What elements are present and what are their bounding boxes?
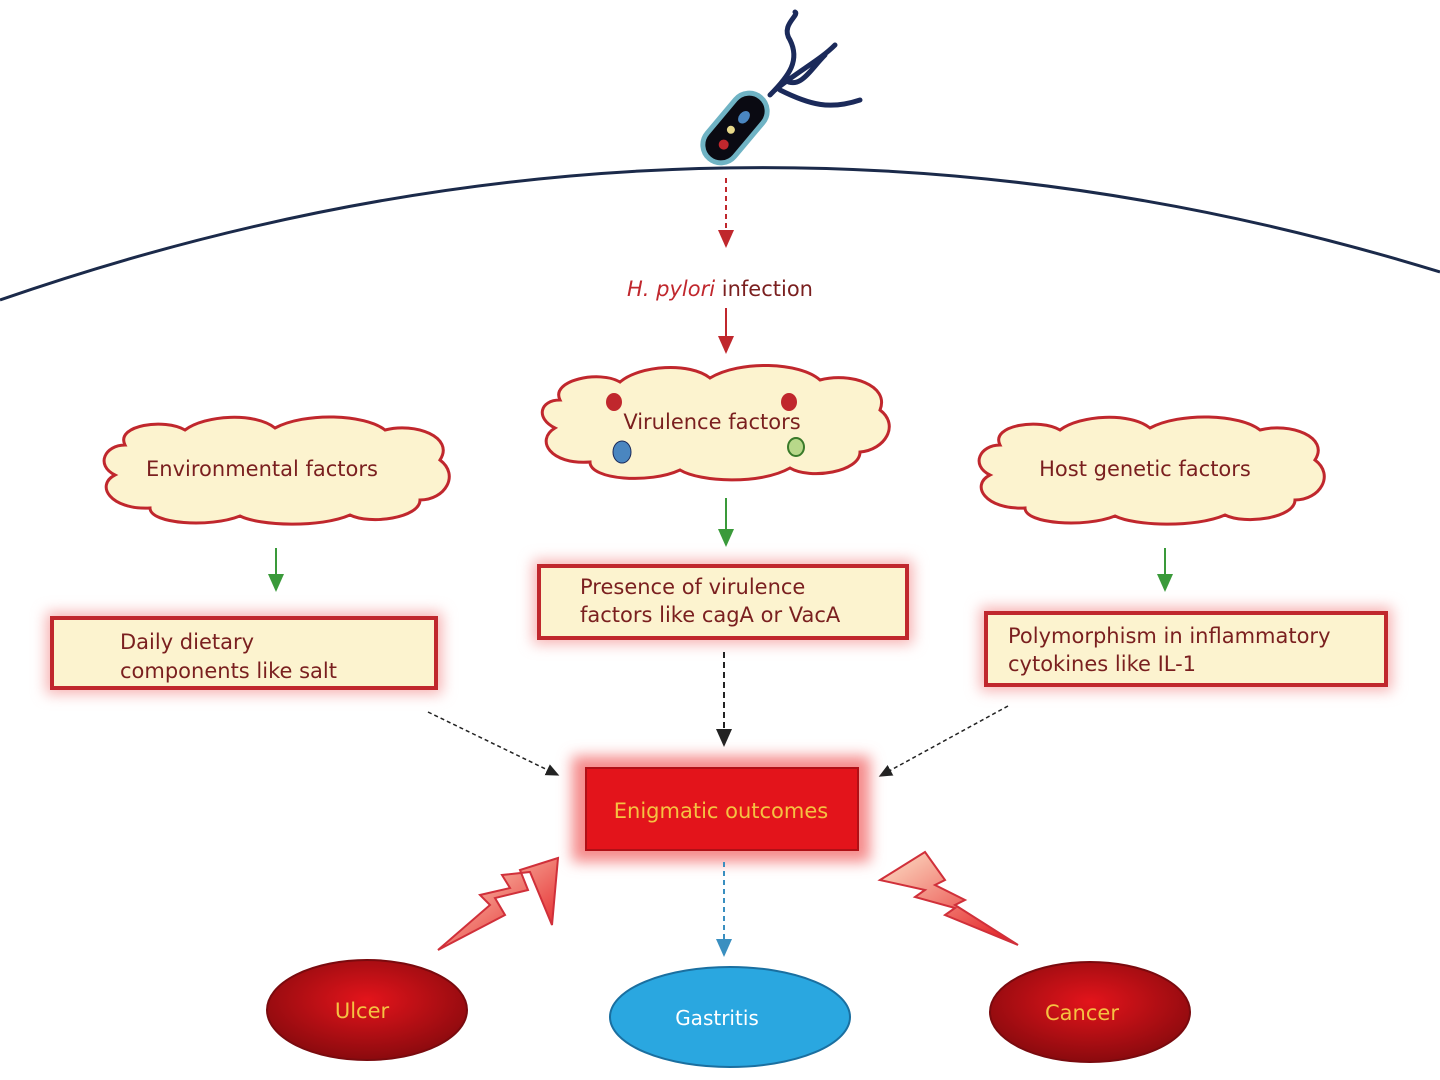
cloud-environmental-factors: Environmental factors: [102, 415, 451, 526]
svg-text:Presence of virulence: Presence of virulence: [580, 575, 805, 599]
svg-text:components like salt: components like salt: [120, 659, 337, 683]
gastritis-node: Gastritis: [609, 966, 851, 1068]
svg-text:Ulcer: Ulcer: [335, 999, 390, 1023]
box-dietary-components: Daily dietary components like salt: [46, 612, 442, 694]
cloud-host-genetic-factors: Host genetic factors: [977, 415, 1326, 526]
cloud-virulence-factors: Virulence factors: [541, 364, 891, 482]
cloud-virulence-label: Virulence factors: [623, 410, 800, 434]
h-pylori-bacterium-icon: [700, 9, 863, 166]
cloud-environmental-label: Environmental factors: [146, 457, 378, 481]
arrow-right-to-outcome: [878, 705, 1009, 777]
cancer-node: Cancer: [989, 961, 1191, 1063]
box-virulence-presence: Presence of virulence factors like cagA …: [533, 560, 913, 644]
svg-text:Cancer: Cancer: [1045, 1001, 1119, 1025]
h-pylori-infection-label: H. pylori infection: [627, 277, 813, 301]
lightning-bolt-icon: [877, 850, 1019, 946]
ulcer-node: Ulcer: [266, 959, 468, 1061]
arrow-left-to-outcome: [427, 711, 560, 776]
svg-text:Gastritis: Gastritis: [675, 1006, 759, 1030]
svg-text:factors like cagA or VacA: factors like cagA or VacA: [580, 603, 841, 627]
enigmatic-outcomes-box: Enigmatic outcomes: [572, 756, 870, 862]
cell-membrane: [0, 166, 1440, 302]
svg-text:Enigmatic outcomes: Enigmatic outcomes: [614, 799, 828, 823]
svg-text:cytokines like IL-1: cytokines like IL-1: [1008, 652, 1196, 676]
svg-text:Polymorphism in inflammatory: Polymorphism in inflammatory: [1008, 624, 1331, 648]
cloud-host-label: Host genetic factors: [1039, 457, 1251, 481]
box-cytokine-polymorphism: Polymorphism in inflammatory cytokines l…: [980, 607, 1392, 691]
svg-text:Daily dietary: Daily dietary: [120, 630, 254, 654]
lightning-bolt-icon: [437, 856, 560, 951]
